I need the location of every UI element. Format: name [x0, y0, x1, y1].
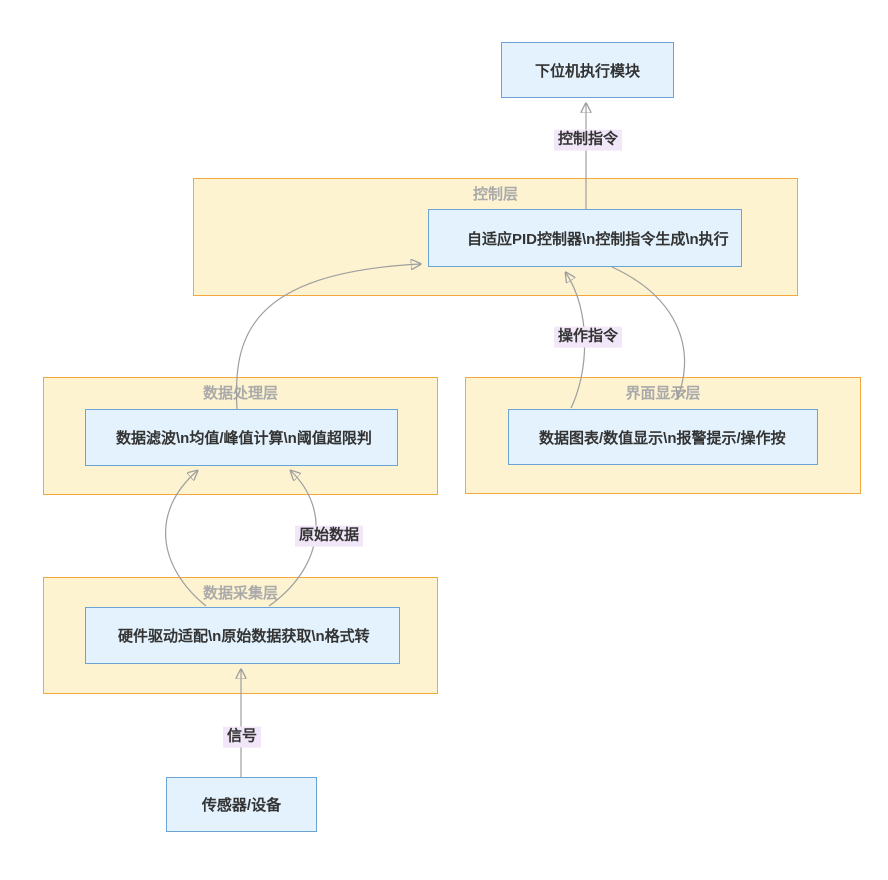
node-sensor-device: 传感器/设备 — [166, 777, 317, 832]
node-data-acquisition-label: 硬件驱动适配\n原始数据获取\n格式转 — [118, 628, 370, 645]
node-pid-controller: 自适应PID控制器\n控制指令生成\n执行 — [428, 209, 742, 267]
node-pid-controller-label: 自适应PID控制器\n控制指令生成\n执行 — [467, 230, 729, 248]
node-executor-module-label: 下位机执行模块 — [534, 62, 640, 80]
edge-label-operation-command: 操作指令 — [553, 326, 623, 348]
edge-acquisition-to-processing-left — [165, 471, 207, 607]
node-data-acquisition: 硬件驱动适配\n原始数据获取\n格式转 — [85, 607, 400, 664]
edge-label-raw-data: 原始数据 — [294, 525, 364, 547]
node-ui-display-label: 数据图表/数值显示\n报警提示/操作按 — [539, 429, 786, 447]
edge-pid-to-display — [611, 266, 684, 397]
edge-label-signal: 信号 — [222, 726, 262, 748]
node-sensor-device-label: 传感器/设备 — [201, 797, 282, 814]
edge-processing-to-pid — [235, 264, 420, 410]
node-ui-display: 数据图表/数值显示\n报警提示/操作按 — [508, 409, 818, 465]
edge-label-control-command: 控制指令 — [553, 129, 623, 151]
node-data-processing-label: 数据滤波\n均值/峰值计算\n阈值超限判 — [116, 430, 372, 447]
node-data-processing: 数据滤波\n均值/峰值计算\n阈值超限判 — [85, 409, 398, 466]
node-executor-module: 下位机执行模块 — [501, 42, 674, 98]
